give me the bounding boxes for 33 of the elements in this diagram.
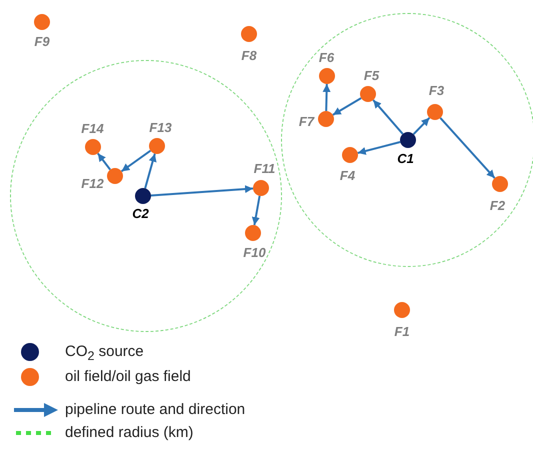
field-label: F13	[149, 120, 172, 134]
pipeline-arrow	[372, 99, 404, 135]
field-label: C1	[397, 152, 414, 166]
field-label: C2	[132, 206, 149, 220]
legend-label: CO$_{2}$ source	[65, 343, 144, 365]
pipeline-arrow	[97, 152, 111, 170]
field-label: F11	[254, 162, 276, 176]
field-label: F3	[428, 84, 444, 98]
pipeline-arrow	[440, 117, 496, 179]
field-label: F10	[243, 246, 266, 260]
legend-label: defined radius (km)	[65, 424, 194, 442]
pipeline-arrow	[412, 117, 430, 135]
field-label: F12	[81, 176, 104, 190]
radius-circle	[281, 13, 533, 267]
pipeline-arrow	[322, 84, 331, 112]
field-label: F6	[318, 50, 334, 64]
field-label: F14	[81, 122, 104, 136]
pipeline-arrow	[332, 97, 362, 116]
pipeline-arrow	[144, 153, 157, 189]
pipeline-arrow	[120, 150, 152, 172]
radius-circle	[10, 60, 282, 332]
field-label: F5	[364, 68, 380, 82]
legend-label: pipeline route and direction	[65, 401, 246, 419]
legend-label: oil field/oil gas field	[65, 368, 191, 386]
field-label: F1	[394, 325, 410, 339]
field-label: F7	[298, 114, 314, 128]
pipeline-arrow	[150, 185, 254, 196]
field-label: F8	[241, 49, 257, 63]
field-label: F9	[34, 35, 50, 49]
field-label: F4	[340, 168, 356, 182]
pipeline-arrow	[252, 196, 261, 226]
pipeline-arrow	[358, 141, 400, 155]
field-label: F2	[490, 198, 506, 212]
